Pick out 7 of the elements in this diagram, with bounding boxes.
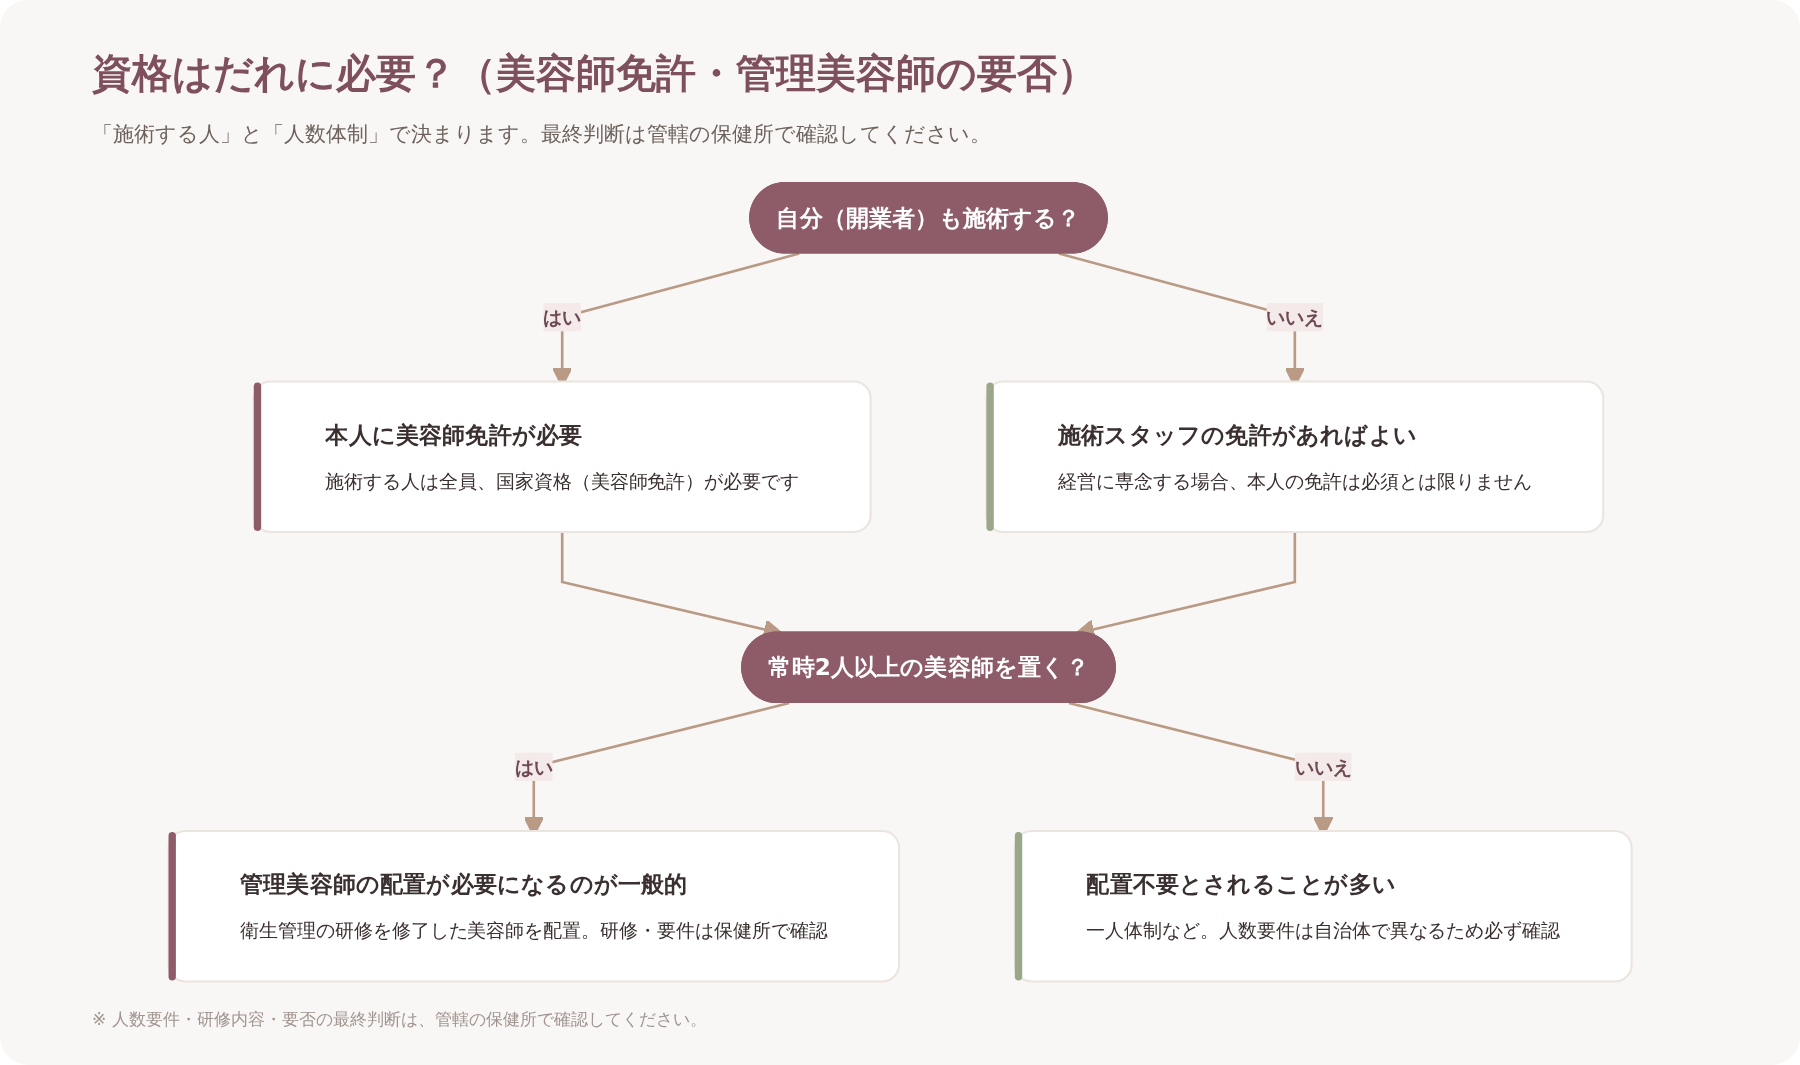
edge-label: いいえ xyxy=(1266,306,1324,329)
subtitle: 「施術する人」と「人数体制」で決まります。最終判断は管轄の保健所で確認してください。 xyxy=(92,121,991,148)
caption: ※ 人数要件・研修内容・要否の最終判断は、管轄の保健所で確認してください。 xyxy=(92,1008,707,1031)
title: 資格はだれに必要？（美容師免許・管理美容師の要否） xyxy=(92,48,1097,98)
edge-label: はい xyxy=(514,755,553,778)
edge-label: はい xyxy=(543,306,582,329)
edge-label: いいえ xyxy=(1294,755,1352,778)
